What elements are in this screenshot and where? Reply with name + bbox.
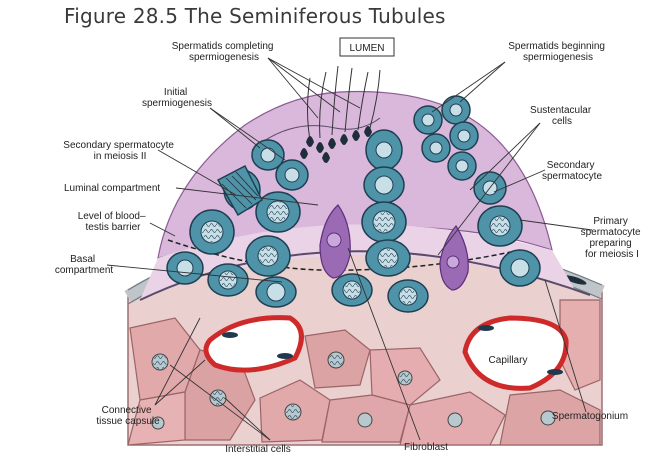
lumen-label: LUMEN — [349, 43, 384, 54]
nuclear-chromatin — [202, 202, 509, 304]
leader-lines — [106, 57, 593, 441]
interstitial-cells-layer — [128, 299, 601, 445]
label-primary-spermatocyte: Primary spermatocyte preparing for meios… — [581, 216, 644, 260]
label-secondary-spermatocyte-meiosis: Secondary spermatocyte in meiosis II — [63, 140, 176, 162]
label-spermatogonium: Spermatogonium — [552, 411, 628, 422]
spermatozoa-tails — [307, 65, 381, 141]
label-initial-spermiogenesis: Initial spermiogenesis — [142, 87, 212, 109]
figure-title: Figure 28.5 The Seminiferous Tubules — [64, 4, 446, 28]
meiosis-ii-spindle-cell — [216, 164, 263, 217]
label-connective-tissue-capsule: Connective tissue capsule — [96, 405, 160, 427]
label-spermatids-beginning: Spermatids beginning spermiogenesis — [508, 41, 608, 63]
label-interstitial-cells: Interstitial cells — [225, 444, 291, 455]
label-sustentacular-cells: Sustentacular cells — [530, 105, 594, 127]
lumen-label-box — [339, 37, 395, 57]
label-capillary: Capillary — [489, 355, 528, 366]
label-luminal-compartment: Luminal compartment — [64, 183, 160, 194]
connective-tissue-region — [124, 227, 605, 446]
sustentacular-cells — [319, 204, 469, 291]
label-secondary-spermatocyte: Secondary spermatocyte — [542, 160, 602, 182]
capillary-left — [203, 315, 304, 373]
label-basal-compartment: Basal compartment — [55, 254, 114, 276]
capillary-right — [462, 315, 569, 391]
label-fibroblast: Fibroblast — [404, 442, 448, 453]
label-blood-testis-barrier: Level of blood– testis barrier — [78, 211, 149, 233]
label-spermatids-completing: Spermatids completing spermiogenesis — [172, 41, 277, 63]
spermatid-heads — [300, 126, 372, 163]
